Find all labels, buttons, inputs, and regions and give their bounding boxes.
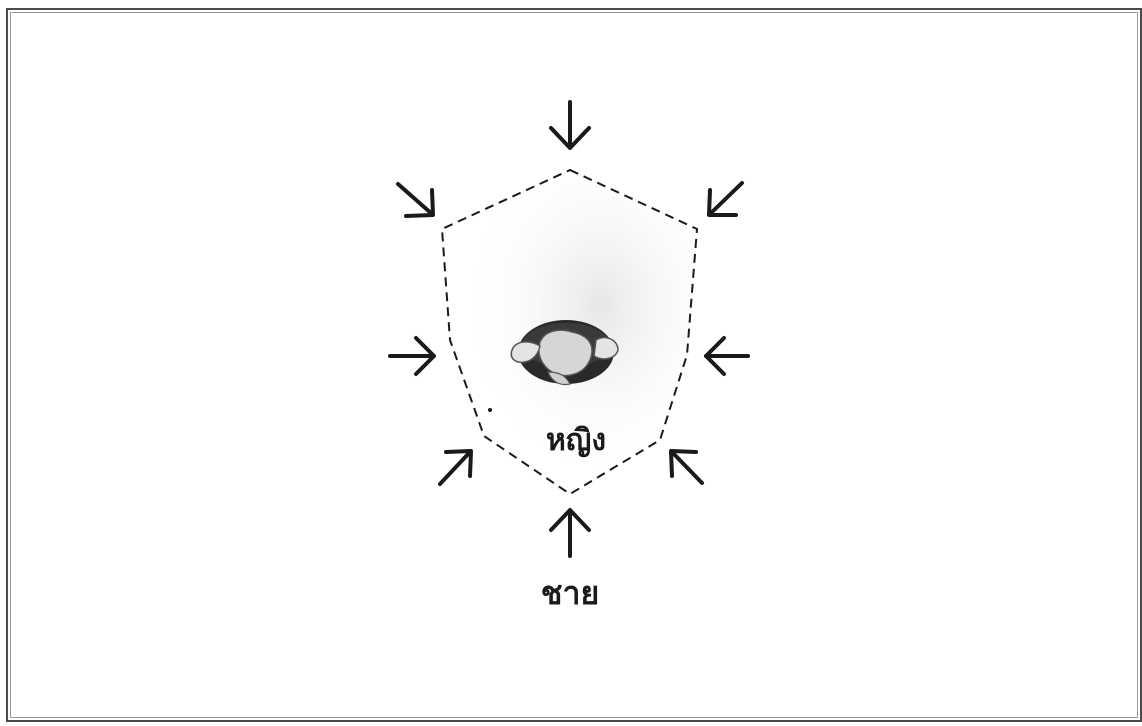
arrow-up-icon	[551, 510, 589, 556]
arrow-down-icon	[551, 102, 589, 148]
bottom-label: ชาย	[541, 574, 599, 612]
arrow-right-icon	[390, 338, 434, 374]
arrow-up-right-icon	[440, 451, 471, 484]
speck-mark	[488, 408, 492, 412]
arrow-left-icon	[706, 338, 748, 374]
arrow-up-left-icon	[671, 451, 702, 483]
arrow-down-right-icon	[398, 184, 433, 216]
center-label: หญิง	[546, 423, 606, 458]
arrow-down-left-icon	[709, 183, 742, 215]
